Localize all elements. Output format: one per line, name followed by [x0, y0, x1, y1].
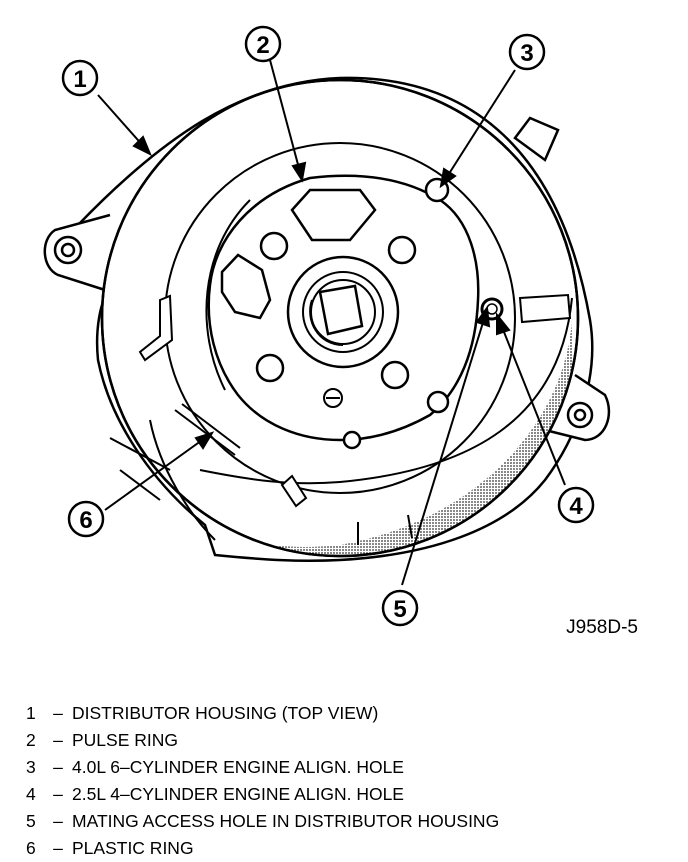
legend-item: 4–2.5L 4–CYLINDER ENGINE ALIGN. HOLE	[26, 781, 676, 808]
legend-text: 2.5L 4–CYLINDER ENGINE ALIGN. HOLE	[72, 784, 404, 804]
legend-separator: –	[53, 757, 63, 777]
shaft-hub	[286, 255, 400, 369]
legend-number: 1	[26, 703, 36, 723]
legend-text: 4.0L 6–CYLINDER ENGINE ALIGN. HOLE	[72, 757, 404, 777]
callout-3: 3	[508, 33, 546, 71]
left-key	[138, 294, 174, 362]
legend-number: 6	[26, 838, 36, 858]
legend-item: 3–4.0L 6–CYLINDER ENGINE ALIGN. HOLE	[26, 754, 676, 781]
hub-screw	[323, 388, 343, 408]
legend-item: 1–DISTRIBUTOR HOUSING (TOP VIEW)	[26, 700, 676, 727]
housing-tab	[513, 116, 560, 162]
legend-text: MATING ACCESS HOLE IN DISTRIBUTOR HOUSIN…	[72, 811, 500, 831]
right-mounting-ear	[544, 373, 611, 442]
callout-3-label: 3	[520, 40, 533, 67]
callout-1-label: 1	[73, 66, 86, 93]
bottom-clip	[280, 474, 308, 508]
callout-4-label: 4	[569, 493, 583, 520]
legend-number: 5	[26, 811, 36, 831]
legend-item: 5–MATING ACCESS HOLE IN DISTRIBUTOR HOUS…	[26, 808, 676, 835]
callout-5-label: 5	[393, 596, 406, 623]
callout-1: 1	[61, 59, 99, 97]
callout-6: 6	[67, 500, 105, 538]
plastic-ring-slots	[109, 403, 413, 545]
legend-text: PULSE RING	[72, 730, 178, 750]
callout-2: 2	[244, 25, 282, 63]
figure-id: J958D-5	[566, 617, 638, 638]
legend-item: 6–PLASTIC RING	[26, 835, 676, 862]
pulse-ring-edge	[205, 199, 251, 391]
leader-lines	[97, 59, 566, 586]
right-slot	[518, 293, 572, 324]
legend-text: DISTRIBUTOR HOUSING (TOP VIEW)	[72, 703, 379, 723]
legend-separator: –	[53, 838, 63, 858]
legend-separator: –	[53, 730, 63, 750]
legend-text: PLASTIC RING	[72, 838, 194, 858]
callout-5: 5	[381, 589, 419, 627]
legend-item: 2–PULSE RING	[26, 727, 676, 754]
left-mounting-ear	[43, 213, 111, 292]
pulse-ring-window-top	[290, 188, 377, 242]
legend-separator: –	[53, 784, 63, 804]
legend-number: 3	[26, 757, 36, 777]
legend-number: 4	[26, 784, 36, 804]
callout-6-label: 6	[79, 507, 92, 534]
callout-2-label: 2	[256, 32, 269, 59]
callout-4: 4	[557, 486, 595, 524]
legend: 1–DISTRIBUTOR HOUSING (TOP VIEW) 2–PULSE…	[26, 700, 676, 862]
legend-separator: –	[53, 811, 63, 831]
pulse-ring-holes	[255, 231, 450, 450]
pulse-ring-window-left	[220, 253, 272, 320]
legend-separator: –	[53, 703, 63, 723]
legend-number: 2	[26, 730, 36, 750]
distributor-diagram: 1 2 3 4 5 6 J958D-5	[43, 25, 638, 638]
